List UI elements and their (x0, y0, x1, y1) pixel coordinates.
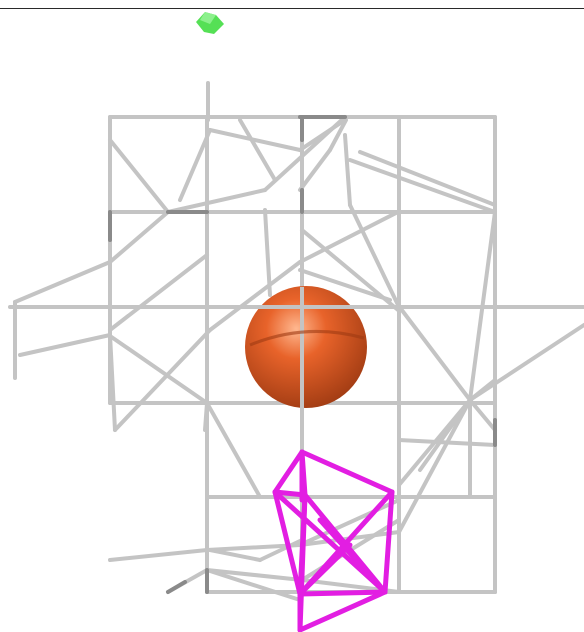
framework-bond (300, 212, 398, 262)
green-marker (196, 12, 224, 34)
framework-bond (470, 325, 584, 400)
cage-edge (300, 592, 385, 630)
framework-bond (15, 262, 110, 302)
cage-edge (300, 592, 385, 594)
framework-bond (210, 550, 260, 560)
framework-bond (205, 403, 207, 430)
framework-bond (110, 212, 168, 262)
framework-bond (350, 160, 495, 212)
framework-bond (399, 400, 470, 532)
framework-bond (207, 403, 260, 497)
orange-sphere-body (245, 286, 367, 408)
framework-bond (265, 210, 270, 295)
framework-bond (110, 335, 115, 430)
framework-bond (360, 152, 495, 205)
framework-bond (398, 305, 470, 400)
framework-bond (110, 255, 207, 330)
cage-edge (275, 492, 305, 495)
framework-bond (260, 540, 302, 560)
cage-edge (275, 452, 302, 492)
cage-edge (302, 452, 392, 492)
cage-edge (320, 520, 385, 592)
framework-bond (240, 120, 275, 180)
framework-bond (115, 330, 210, 430)
orange-sphere (245, 286, 367, 408)
framework-bond (110, 550, 207, 560)
framework-bond (420, 400, 470, 470)
framework-bond (20, 335, 110, 355)
framework-bond (110, 140, 168, 212)
framework-bond (345, 135, 350, 205)
framework-bond-shaded (168, 582, 185, 592)
